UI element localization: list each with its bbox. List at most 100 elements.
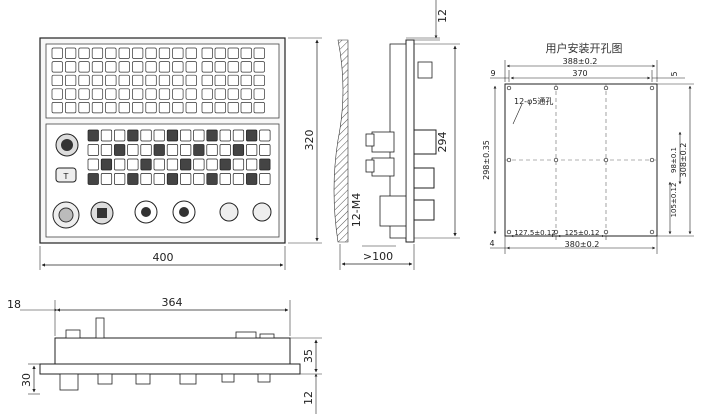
- hole-leader: [512, 103, 523, 125]
- keyboard-key: [78, 88, 90, 100]
- keyboard-key: [91, 102, 104, 114]
- cutout-bottom-total-label: 380±0.2: [565, 240, 600, 249]
- keyboard-key: [172, 74, 184, 87]
- operator-key: [153, 173, 165, 185]
- cutout-view: 用户安装开孔图 388±0.2 370 9 5 12-φ5通孔 298±0.35…: [482, 41, 694, 254]
- rear-component: [379, 195, 407, 227]
- function-key: [240, 88, 252, 100]
- function-key: [227, 102, 239, 114]
- bottom-component: [221, 373, 235, 383]
- operator-key: [206, 144, 218, 156]
- operator-key: [180, 158, 192, 171]
- bottom-12-label: 12: [302, 391, 315, 405]
- function-key: [227, 88, 239, 100]
- front-width-label: 400: [153, 251, 174, 264]
- keyboard-key: [105, 74, 117, 87]
- operator-key: [87, 144, 99, 156]
- operator-key: [114, 158, 126, 171]
- cutout-bottom-seg2-label: 125±0.12: [565, 229, 600, 237]
- keyboard-key: [105, 88, 117, 100]
- operator-key: [127, 173, 139, 185]
- operator-key: [166, 173, 179, 185]
- operator-key: [127, 158, 139, 171]
- keyboard-key: [78, 74, 90, 87]
- bottom-width-label: 364: [162, 296, 183, 309]
- operator-key: [259, 158, 271, 171]
- keyboard-key: [132, 102, 144, 114]
- keyboard-key: [158, 47, 171, 59]
- keyboard-key: [51, 88, 63, 100]
- mounting-hole: [603, 85, 609, 91]
- side-view: 12 294 12-M4 >100: [333, 0, 460, 270]
- keyboard-key: [51, 102, 63, 114]
- function-key: [227, 74, 239, 87]
- bottom-component: [235, 331, 257, 339]
- keyboard-key: [78, 102, 90, 114]
- operator-key: [127, 144, 139, 156]
- mounting-hole: [603, 229, 609, 235]
- keyboard-key: [118, 47, 130, 59]
- operator-key: [219, 144, 231, 156]
- operator-key: [114, 173, 126, 185]
- keyboard-key: [91, 47, 104, 59]
- keyboard-key: [51, 47, 63, 59]
- operator-key: [166, 158, 179, 171]
- keyboard-key: [105, 102, 117, 114]
- operator-key: [100, 144, 113, 156]
- operator-key: [87, 173, 99, 185]
- keyboard-key: [132, 74, 144, 87]
- bottom-component: [95, 317, 105, 339]
- bottom-height-label: 35: [302, 349, 315, 363]
- function-key: [201, 102, 213, 114]
- keyboard-key: [185, 61, 197, 73]
- cutout-outer-width-label: 388±0.2: [563, 57, 598, 66]
- function-key: [240, 61, 252, 73]
- keyboard-key: [185, 88, 197, 100]
- spindle-rate-dial-core: [179, 207, 189, 217]
- operator-key: [232, 158, 245, 171]
- connector-top: [413, 129, 437, 155]
- operator-key: [180, 144, 192, 156]
- keyboard-key: [118, 74, 130, 87]
- bottom-view: 18 364 35 30 12: [7, 296, 322, 414]
- mounting-hole: [649, 229, 655, 235]
- mounting-hole: [603, 157, 609, 163]
- bottom-component: [97, 373, 113, 385]
- mounting-holes: [506, 85, 655, 235]
- operator-key: [193, 144, 205, 156]
- operator-key: [100, 173, 113, 185]
- keyboard-key: [105, 47, 117, 59]
- cutout-left-height-label: 298±0.35: [482, 140, 491, 180]
- keyboard-key: [158, 102, 171, 114]
- function-key: [201, 47, 213, 59]
- feed-hold-button: [252, 202, 272, 222]
- bottom-component: [179, 373, 197, 385]
- mounting-hole: [553, 85, 559, 91]
- operator-key: [153, 144, 165, 156]
- keyboard-key: [172, 88, 184, 100]
- keyboard-key: [132, 88, 144, 100]
- keyboard-key: [185, 47, 197, 59]
- mode-key-glyph: T: [63, 172, 69, 181]
- function-key: [201, 74, 213, 87]
- bottom-left-label: 18: [7, 298, 21, 311]
- function-key: [240, 102, 252, 114]
- keyboard-key: [172, 61, 184, 73]
- operator-key: [246, 158, 258, 171]
- mounting-hole: [506, 85, 512, 91]
- function-key: [253, 47, 265, 59]
- operator-key: [206, 158, 218, 171]
- function-key: [214, 61, 226, 73]
- operator-key: [166, 144, 179, 156]
- rear-component: [371, 131, 395, 153]
- side-height-label: 294: [436, 132, 449, 153]
- stop-button-inner: [58, 207, 74, 223]
- operator-key: [180, 129, 192, 142]
- connector-mid: [413, 167, 435, 189]
- keyboard-key: [91, 88, 104, 100]
- function-key: [227, 47, 239, 59]
- operator-key: [219, 173, 231, 185]
- panel-front-plate: [405, 39, 415, 243]
- cutout-right-height-label: 308±0.2: [679, 143, 688, 178]
- keyboard-key: [51, 61, 63, 73]
